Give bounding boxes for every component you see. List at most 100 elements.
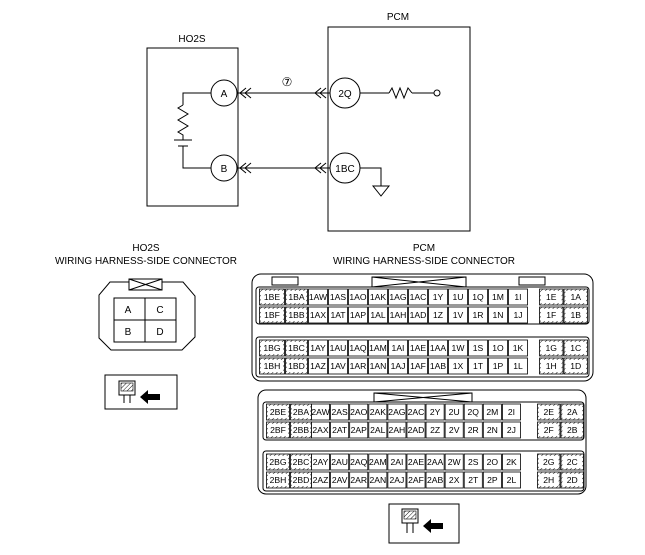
ho2s-box <box>146 47 239 207</box>
pcm-lower-pin-2e: 2E <box>537 403 561 421</box>
pcm-upper-pin-label: 1H <box>546 361 557 371</box>
pcm-upper-pin-label: 1AD <box>410 310 427 320</box>
pcm-upper-pin-label: 1B <box>570 310 581 320</box>
pcm-upper-pin-1ad: 1AD <box>408 306 428 324</box>
pcm-lower-pin-label: 2R <box>468 425 479 435</box>
pcm-lower-pin-label: 2AB <box>427 475 444 485</box>
pcm-lower-pin-label: 2N <box>487 425 498 435</box>
pcm-lower-pin-2bh: 2BH <box>266 471 290 489</box>
ho2s-pin-c: C <box>156 305 163 316</box>
pcm-lower-pin-2y: 2Y <box>425 403 445 421</box>
pcm-upper-pin-label: 1AI <box>392 343 405 353</box>
pcm-upper-pin-1p: 1P <box>488 357 508 375</box>
pcm-lower-pin-2am: 2AM <box>368 453 388 471</box>
pcm-lower-pin-label: 2L <box>507 475 517 485</box>
pcm-upper-pin-label: 1I <box>514 292 521 302</box>
ho2s-connector-face <box>98 278 196 351</box>
pcm-lower-pin-2aa: 2AA <box>425 453 445 471</box>
pcm-upper-pin-label: 1Z <box>433 310 443 320</box>
pcm-lower-pin-2an: 2AN <box>368 471 388 489</box>
pcm-lower-pin-label: 2AT <box>332 425 348 435</box>
pcm-upper-pin-label: 1M <box>492 292 504 302</box>
pcm-lower-pin-2bf: 2BF <box>266 421 290 439</box>
pcm-lower-pin-2bg: 2BG <box>266 453 290 471</box>
pcm-upper-pin-label: 1AO <box>349 292 367 302</box>
pcm-lower-pin-label: 2AE <box>408 457 425 467</box>
pcm-upper-pin-1az: 1AZ <box>308 357 328 375</box>
pcm-lower-pin-2ak: 2AK <box>368 403 388 421</box>
pcm-upper-pin-label: 1U <box>453 292 464 302</box>
schematic: PCM HO2S A B 2Q 1BC ⑦ <box>146 12 471 232</box>
pcm-connector-subtitle: WIRING HARNESS-SIDE CONNECTOR <box>333 256 515 267</box>
pcm-upper-pin-1bd: 1BD <box>285 357 308 375</box>
pcm-upper-pin-1bb: 1BB <box>285 306 308 324</box>
pcm-upper-pin-1e: 1E <box>539 288 564 306</box>
pcm-lower-pin-label: 2BE <box>270 407 287 417</box>
pcm-lower-pin-label: 2BF <box>270 425 286 435</box>
pcm-lower-pin-2ay: 2AY <box>311 453 330 471</box>
pcm-lower-pin-label: 2BG <box>269 457 287 467</box>
pcm-upper-pin-label: 1AA <box>430 343 447 353</box>
pcm-upper-pin-label: 1BH <box>264 361 281 371</box>
pcm-connector-title: PCM <box>413 243 435 254</box>
pcm-lower-pin-label: 2BA <box>293 407 310 417</box>
pcm-lower-pin-2bd: 2BD <box>290 471 312 489</box>
pcm-lower-pin-2o: 2O <box>482 453 502 471</box>
pcm-lower-pin-2ap: 2AP <box>349 421 369 439</box>
pcm-lower-pin-2h: 2H <box>537 471 561 489</box>
pcm-lower-pin-2ac: 2AC <box>406 403 426 421</box>
pcm-upper-pin-1as: 1AS <box>328 288 348 306</box>
pcm-lower-pin-2au: 2AU <box>330 453 350 471</box>
pcm-upper-pin-1q: 1Q <box>468 288 488 306</box>
pcm-lower-pin-2be: 2BE <box>266 403 290 421</box>
pcm-upper-pin-1a: 1A <box>563 288 588 306</box>
pcm-lower-pin-2ag: 2AG <box>387 403 407 421</box>
pcm-upper-pin-1ae: 1AE <box>408 339 428 357</box>
pcm-upper-pin-1n: 1N <box>488 306 508 324</box>
pcm-lower-pin-label: 2H <box>543 475 554 485</box>
pcm-lower-pin-label: 2Y <box>430 407 441 417</box>
pcm-upper-pin-label: 1Q <box>472 292 484 302</box>
pcm-upper-pin-label: 1AP <box>350 310 367 320</box>
pcm-upper-pin-1ao: 1AO <box>348 288 368 306</box>
pcm-lower-pin-label: 2AJ <box>390 475 405 485</box>
pcm-upper-pin-label: 1AN <box>370 361 387 371</box>
pcm-upper-pin-1f: 1F <box>539 306 564 324</box>
pcm-upper-pin-1z: 1Z <box>428 306 448 324</box>
pcm-upper-pin-1al: 1AL <box>368 306 388 324</box>
pcm-upper-pin-1u: 1U <box>448 288 468 306</box>
pcm-upper-pin-1ba: 1BA <box>285 288 308 306</box>
pcm-lower-pin-2m: 2M <box>482 403 502 421</box>
pcm-upper-pin-label: 1S <box>473 343 484 353</box>
pcm-lower-pin-2g: 2G <box>537 453 561 471</box>
pcm-lower-pin-label: 2AU <box>331 457 348 467</box>
pcm-lower-pin-2ax: 2AX <box>311 421 330 439</box>
pcm-lower-pin-2u: 2U <box>444 403 464 421</box>
ho2s-connector-title: HO2S <box>132 243 160 254</box>
pcm-connector-view-icon <box>388 503 460 544</box>
pcm-lower-pin-2aw: 2AW <box>311 403 331 421</box>
pcm-upper-pin-1j: 1J <box>508 306 528 324</box>
pcm-lower-pin-2z: 2Z <box>425 421 445 439</box>
pcm-upper-pin-1bh: 1BH <box>259 357 285 375</box>
pcm-lower-pin-2k: 2K <box>502 453 521 471</box>
pcm-upper-pin-label: 1AJ <box>391 361 406 371</box>
pcm-lower-pin-label: 2AX <box>312 425 329 435</box>
pcm-lower-pin-label: 2C <box>567 457 578 467</box>
pcm-lower-pin-label: 2AR <box>350 475 367 485</box>
pcm-lower-pin-label: 2I <box>508 407 515 417</box>
pcm-lower-pin-2av: 2AV <box>330 471 350 489</box>
pcm-lower-pin-2ai: 2AI <box>387 453 407 471</box>
pcm-upper-pin-1r: 1R <box>468 306 488 324</box>
pcm-upper-pin-1aa: 1AA <box>428 339 448 357</box>
pcm-lower-pin-label: 2AZ <box>313 475 329 485</box>
pcm-upper-pin-label: 1AU <box>330 343 347 353</box>
pcm-upper-pin-label: 1AX <box>310 310 327 320</box>
pcm-lower-pin-2q: 2Q <box>463 403 483 421</box>
pcm-lower-pin-label: 2Z <box>430 425 440 435</box>
pcm-upper-pin-label: 1D <box>570 361 581 371</box>
pcm-upper-pin-label: 1F <box>546 310 556 320</box>
pcm-lower-pin-2p: 2P <box>482 471 502 489</box>
pcm-lower-pin-2aj: 2AJ <box>387 471 407 489</box>
